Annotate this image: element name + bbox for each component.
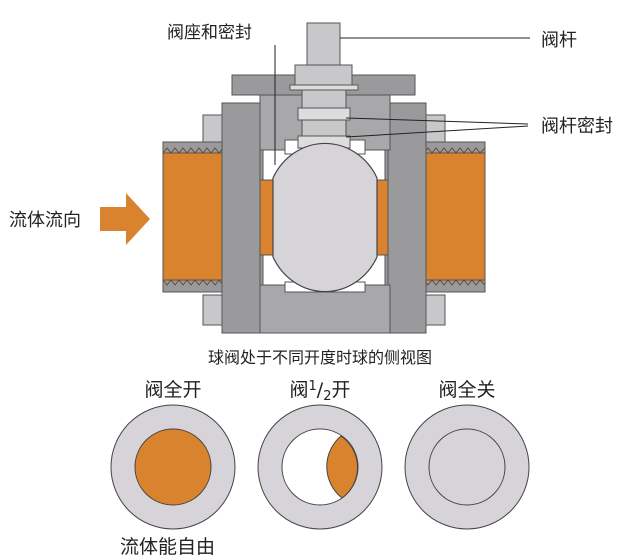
half-open-view: 阀1/2开 (257, 379, 383, 530)
full-open-view: 阀全开 (110, 379, 236, 530)
leader-lines (274, 37, 530, 165)
free-flow-label: 流体能自由 (120, 536, 215, 557)
stem-seal-label: 阀杆密封 (541, 116, 613, 137)
flow-direction-label: 流体流向 (9, 210, 81, 231)
caption: 球阀处于不同开度时球的侧视图 (208, 348, 432, 367)
seat-seal-label: 阀座和密封 (167, 23, 252, 43)
ball (272, 142, 378, 293)
flow-arrow-icon (100, 193, 150, 245)
valve-stem (289, 22, 359, 155)
full-closed-label: 阀全关 (438, 379, 495, 401)
half-open-label: 阀1/2开 (290, 379, 351, 404)
full-closed-view: 阀全关 (404, 379, 530, 530)
stem-label: 阀杆 (541, 30, 577, 51)
full-open-label: 阀全开 (144, 379, 201, 401)
